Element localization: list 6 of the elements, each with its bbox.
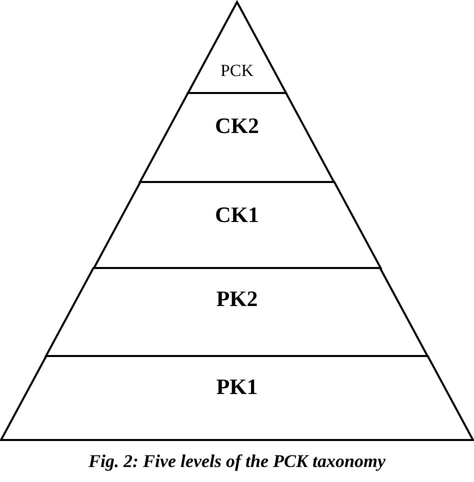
level-label: PK2 bbox=[216, 288, 258, 310]
level-label: PK1 bbox=[216, 376, 258, 398]
level-label: CK1 bbox=[214, 204, 259, 226]
level-label: CK2 bbox=[214, 115, 259, 137]
level-label: PCK bbox=[220, 62, 254, 79]
figure-caption: Fig. 2: Five levels of the PCK taxonomy bbox=[88, 452, 386, 472]
